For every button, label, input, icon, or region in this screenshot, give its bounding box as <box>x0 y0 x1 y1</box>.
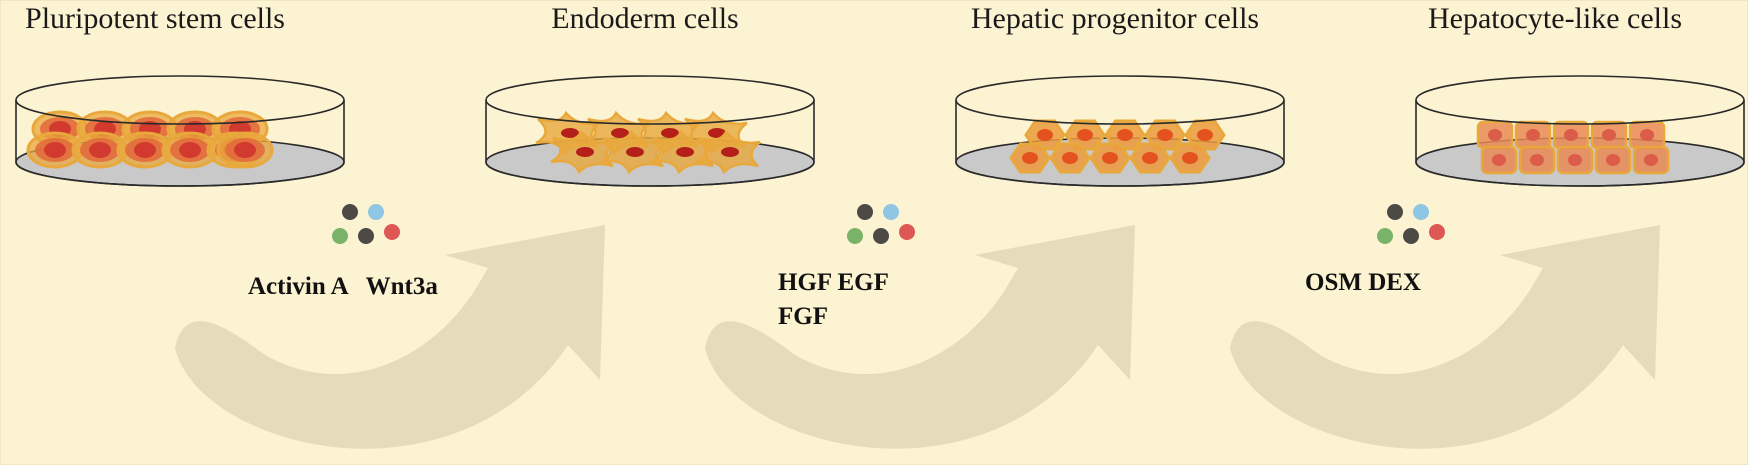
culture-dish-2 <box>485 75 815 187</box>
square-cell <box>1480 145 1518 175</box>
growth-factor-dots-icon <box>847 204 915 244</box>
culture-dish-3 <box>955 75 1285 187</box>
hexagonal-cell <box>1129 142 1171 174</box>
factors-layer: Activin A Wnt3a HGF EGF FGF OSM DEX <box>248 204 1445 330</box>
titles-layer: Pluripotent stem cells Endoderm cells Hepa… <box>25 2 1682 35</box>
square-cell <box>1518 145 1556 175</box>
hexagonal-cell <box>1049 142 1091 174</box>
stellate-cell <box>600 129 666 175</box>
square-cell <box>1552 120 1590 150</box>
stage-title: Endoderm cells <box>551 2 738 35</box>
stellate-cell <box>550 129 616 175</box>
square-hepatocyte-cells <box>1476 120 1670 175</box>
stage-title: Pluripotent stem cells <box>25 2 285 35</box>
round-cell <box>161 131 219 169</box>
arrows-layer <box>175 225 1660 449</box>
stage-title: Hepatocyte-like cells <box>1428 2 1682 35</box>
growth-factor-label: FGF <box>778 303 828 330</box>
curved-arrow-icon <box>705 225 1135 449</box>
culture-dish-4 <box>1415 75 1745 187</box>
square-cell <box>1632 145 1670 175</box>
growth-factor-dots-icon <box>1377 204 1445 244</box>
culture-dish-1 <box>15 75 345 187</box>
stage-title: Hepatic progenitor cells <box>971 2 1259 35</box>
round-cell <box>116 131 174 169</box>
stellate-cell <box>695 129 761 175</box>
square-cell <box>1590 120 1628 150</box>
hexagonal-cell <box>1169 142 1211 174</box>
round-cell <box>216 131 274 169</box>
growth-factor-dots-icon <box>332 204 400 244</box>
square-cell <box>1476 120 1514 150</box>
hexagonal-cell <box>1009 142 1051 174</box>
round-cell <box>26 131 84 169</box>
round-stem-cells <box>26 110 274 169</box>
square-cell <box>1594 145 1632 175</box>
hexagonal-cell <box>1089 142 1131 174</box>
curved-arrow-icon <box>175 225 605 449</box>
square-cell <box>1556 145 1594 175</box>
growth-factor-label: Activin A Wnt3a <box>248 273 438 300</box>
square-cell <box>1514 120 1552 150</box>
dishes-layer <box>15 75 1745 187</box>
square-cell <box>1628 120 1666 150</box>
growth-factor-label: HGF EGF <box>778 269 889 296</box>
curved-arrow-icon <box>1230 225 1660 449</box>
growth-factor-label: OSM DEX <box>1305 269 1421 296</box>
hexagonal-progenitor-cells <box>1009 119 1226 174</box>
